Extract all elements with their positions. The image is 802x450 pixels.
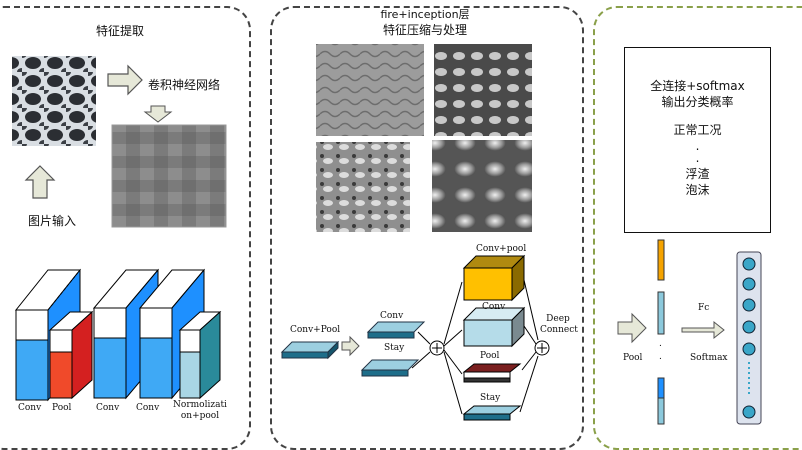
branch-stay-label: Stay	[480, 393, 501, 403]
input-label: 图片输入	[28, 214, 77, 228]
output-box: 全连接+softmax 输出分类概率 正常工况 . . 浮渣 泡沫	[624, 47, 771, 233]
arrow-up-icon	[24, 165, 56, 199]
panel3-graphics	[617, 239, 762, 425]
stay-label: Stay	[384, 343, 405, 353]
softmax-label: Softmax	[690, 353, 728, 363]
panel2-title-line2: 特征压缩与处理	[382, 23, 467, 37]
vector-bar-teal	[657, 291, 665, 335]
arrow-down-icon	[143, 105, 173, 123]
vector-bar-teal-2	[657, 397, 665, 425]
feature-image-2	[434, 44, 532, 136]
panel1-graphics	[12, 56, 227, 402]
output-line-dot2: .	[695, 151, 700, 165]
conv-label: Conv	[380, 311, 404, 321]
branch-conv-label: Conv	[482, 302, 506, 312]
branch-pool-label: Pool	[480, 351, 500, 361]
output-line-scum: 浮渣	[685, 167, 710, 181]
layer-label-conv3: Conv	[136, 403, 160, 413]
arrow-right-icon	[617, 312, 647, 344]
pool-label: Pool	[623, 353, 643, 363]
panel2-title-line1: fire+inception层	[380, 8, 470, 21]
inception-diagram	[280, 254, 550, 421]
feature-image-3	[316, 142, 410, 232]
layer-label-conv2: Conv	[96, 403, 120, 413]
output-line-normal: 正常工况	[673, 123, 722, 137]
output-line-dot1: .	[695, 139, 700, 153]
layer-label-norm-pool: Normolizati on+pool	[173, 400, 227, 421]
fc-label: Fc	[698, 303, 710, 313]
vector-bar-yellow	[657, 239, 665, 281]
conv-pool-label: Conv+Pool	[290, 325, 341, 335]
deep-connect-label: Deep Connect	[540, 314, 578, 335]
output-line-foam: 泡沫	[685, 183, 710, 197]
branch-conv-pool-label: Conv+pool	[476, 244, 527, 254]
arrow-right-icon	[107, 64, 143, 96]
feature-map-image	[111, 124, 227, 228]
cnn-label: 卷积神经网络	[148, 78, 221, 92]
cnn-layers-diagram	[14, 268, 222, 402]
output-line-1: 全连接+softmax	[650, 79, 745, 93]
vector-bar-blue	[657, 377, 665, 399]
feature-image-4	[432, 140, 532, 232]
layer-label-pool: Pool	[52, 403, 72, 413]
panel1-title: 特征提取	[96, 24, 145, 38]
output-line-2: 输出分类概率	[661, 95, 734, 109]
feature-image-1	[316, 44, 424, 136]
layer-label-conv1: Conv	[18, 403, 42, 413]
vector-dot-1: .	[659, 339, 662, 349]
fc-arrow-icon	[681, 320, 725, 340]
softmax-column	[736, 251, 762, 425]
vector-dot-2: .	[659, 352, 662, 362]
panel2-graphics	[280, 44, 550, 421]
input-foam-image	[12, 56, 96, 146]
